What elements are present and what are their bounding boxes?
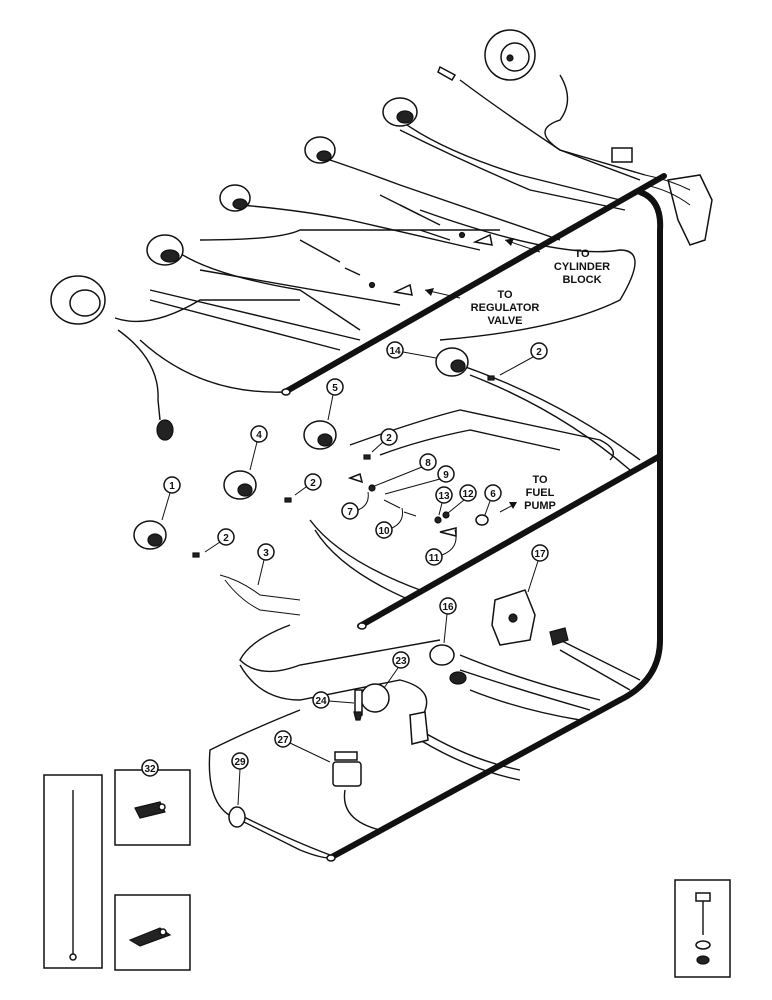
svg-text:29: 29 [234, 757, 246, 768]
callout-27: 27 [274, 730, 331, 763]
connector-block-icon [611, 147, 713, 246]
label-fuel-pump-line2: FUEL [526, 487, 555, 499]
svg-text:17: 17 [534, 549, 546, 560]
svg-text:3: 3 [263, 548, 269, 559]
label-regulator-valve-line2: REGULATOR [471, 302, 540, 314]
clip-inset [114, 894, 191, 971]
switch-16-icon [429, 644, 467, 685]
callout-9: 9 [384, 465, 455, 495]
callout-14: 14 [386, 341, 437, 359]
svg-text:11: 11 [429, 553, 440, 564]
ignition-switch-icon [353, 683, 429, 745]
label-regulator-valve-line3: VALVE [487, 315, 522, 327]
inline-connectors-icon [299, 194, 493, 296]
sender-4-icon [223, 470, 257, 500]
svg-text:9: 9 [443, 470, 449, 481]
lamp-29-icon [228, 806, 246, 828]
svg-text:4: 4 [256, 430, 262, 441]
callout-23: 23 [383, 651, 410, 689]
callout-2b: 2 [294, 473, 322, 496]
svg-text:13: 13 [438, 491, 450, 502]
svg-text:2: 2 [310, 478, 316, 489]
label-fuel-pump: TO FUEL PUMP [499, 474, 556, 513]
tie-strap-inset [43, 774, 103, 969]
callout-32: 32 [141, 759, 159, 777]
lower-wire-loops [208, 624, 641, 859]
flasher-27-icon [332, 751, 362, 787]
label-regulator-valve: TO REGULATOR VALVE [424, 288, 540, 327]
svg-text:1: 1 [169, 481, 175, 492]
callouts: 1 2 2 2 2 3 4 [141, 341, 549, 806]
relay-block-17-icon [491, 589, 569, 646]
callout-7: 7 [341, 491, 369, 520]
callout-24: 24 [312, 691, 355, 709]
svg-text:24: 24 [315, 696, 327, 707]
sender-5-icon [303, 420, 337, 450]
svg-text:32: 32 [144, 764, 156, 775]
callout-6: 6 [484, 484, 502, 516]
callout-2d: 2 [499, 342, 548, 376]
main-harness [282, 173, 667, 861]
label-fuel-pump-line1: TO [532, 474, 548, 486]
upper-wire-bundles [114, 74, 646, 393]
callout-29: 29 [231, 752, 249, 806]
callout-16: 16 [439, 597, 457, 644]
callout-12: 12 [447, 484, 477, 514]
svg-text:5: 5 [332, 383, 338, 394]
callout-3: 3 [257, 543, 275, 586]
sender-14-icon [435, 347, 469, 377]
label-cylinder-block-line3: BLOCK [562, 274, 601, 286]
harness-end-icon [281, 388, 367, 862]
gauge-top-icon [437, 29, 536, 82]
gauge-3-icon [219, 184, 251, 212]
gauge-1-icon [382, 97, 418, 127]
label-regulator-valve-line1: TO [497, 289, 513, 301]
callout-8: 8 [371, 453, 437, 488]
sender-1-icon [133, 520, 167, 550]
callout-1: 1 [161, 476, 181, 521]
tachometer-icon [50, 275, 174, 441]
svg-text:8: 8 [425, 458, 431, 469]
label-cylinder-block: TO CYLINDER BLOCK [504, 238, 610, 286]
svg-text:2: 2 [386, 433, 392, 444]
callout-11: 11 [425, 529, 457, 566]
label-fuel-pump-line3: PUMP [524, 500, 556, 512]
callout-5: 5 [326, 378, 344, 421]
label-cylinder-block-line1: TO [574, 248, 590, 260]
svg-text:10: 10 [378, 526, 390, 537]
svg-text:27: 27 [277, 735, 289, 746]
svg-text:6: 6 [490, 489, 496, 500]
bolt-nut-inset [674, 879, 731, 978]
svg-text:2: 2 [223, 533, 229, 544]
callout-4: 4 [249, 425, 268, 471]
svg-text:23: 23 [395, 656, 407, 667]
svg-text:2: 2 [536, 347, 542, 358]
clip-32-inset [114, 769, 191, 846]
callout-17: 17 [527, 544, 549, 593]
label-cylinder-block-line2: CYLINDER [554, 261, 610, 273]
callout-2a: 2 [204, 528, 235, 553]
svg-text:12: 12 [462, 489, 474, 500]
callout-10: 10 [375, 507, 403, 539]
svg-text:7: 7 [347, 507, 353, 518]
gauge-4-icon [146, 234, 184, 266]
svg-text:14: 14 [389, 346, 401, 357]
svg-text:16: 16 [442, 602, 454, 613]
gauge-2-icon [304, 136, 336, 164]
callout-2c: 2 [371, 428, 398, 453]
middle-wire-bundles [219, 364, 641, 616]
callout-13: 13 [435, 486, 453, 516]
